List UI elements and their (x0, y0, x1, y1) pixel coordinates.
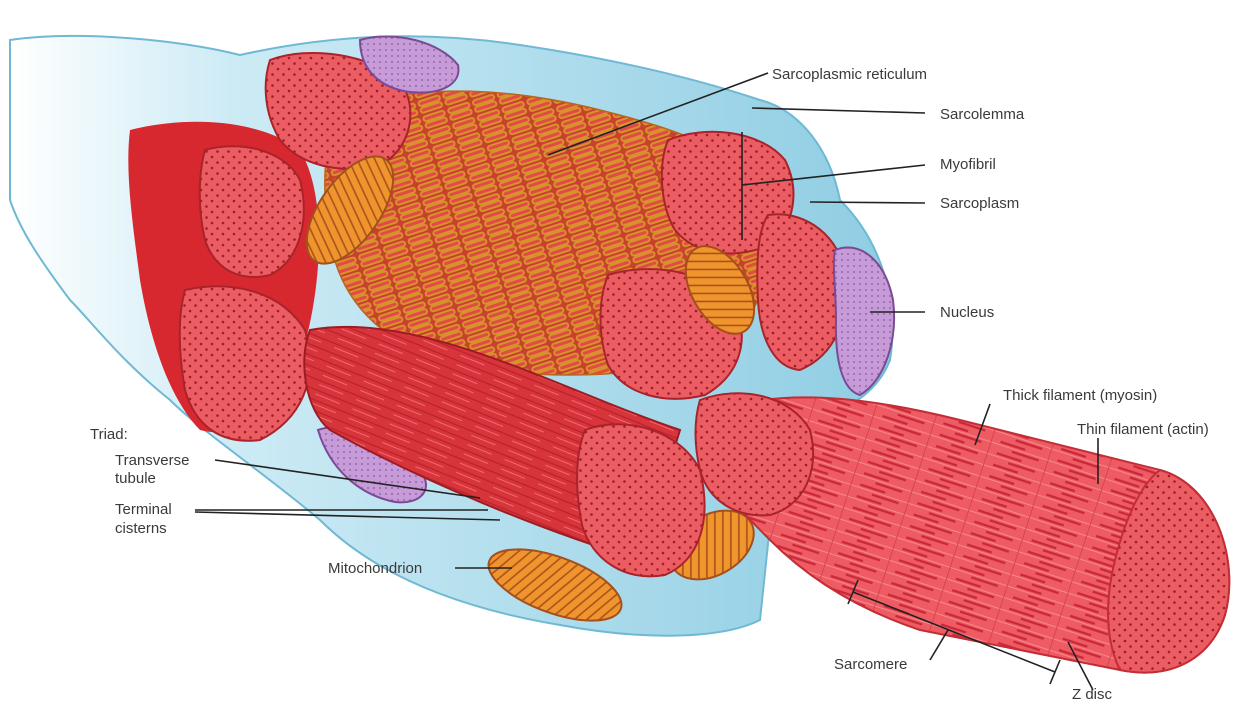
label-transverse-tubule-line1: Transverse (115, 452, 189, 470)
label-sarcoplasmic-reticulum: Sarcoplasmic reticulum (772, 66, 927, 84)
label-nucleus: Nucleus (940, 304, 994, 322)
label-z-disc: Z disc (1072, 686, 1112, 704)
leader-sarcoplasm (810, 202, 925, 203)
label-transverse-tubule-line2: tubule (115, 470, 156, 488)
label-sarcolemma: Sarcolemma (940, 106, 1024, 124)
myofibril-cross-section (200, 146, 304, 277)
sarcomere-bracket-cap-right (1050, 660, 1060, 684)
label-thick-filament: Thick filament (myosin) (1003, 387, 1157, 405)
label-myofibril: Myofibril (940, 156, 996, 174)
label-sarcoplasm: Sarcoplasm (940, 195, 1019, 213)
label-terminal-cisterns-line1: Terminal (115, 501, 172, 519)
nucleus-shape (834, 247, 894, 395)
label-terminal-cisterns-line2: cisterns (115, 520, 167, 538)
label-sarcomere: Sarcomere (834, 656, 907, 674)
label-mitochondrion: Mitochondrion (328, 560, 422, 578)
label-thin-filament: Thin filament (actin) (1077, 421, 1209, 439)
label-triad: Triad: (90, 426, 128, 444)
